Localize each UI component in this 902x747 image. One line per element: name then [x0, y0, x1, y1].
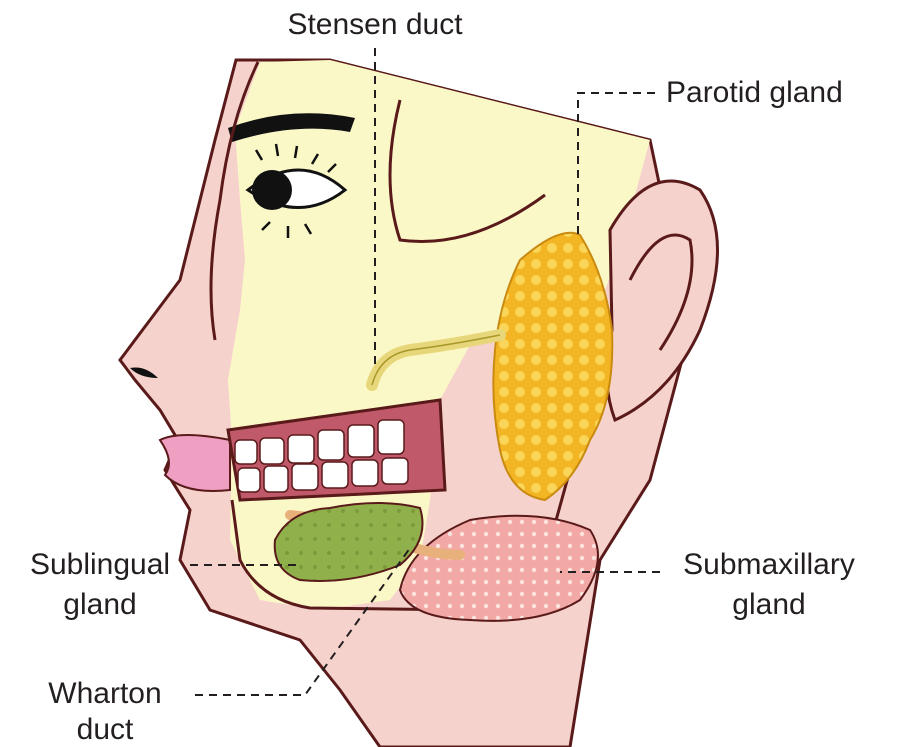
- sublingual-gland-label-line1: Sublingual: [10, 548, 190, 582]
- submaxillary-gland-label-line2: gland: [664, 588, 874, 622]
- sublingual-gland-label-line2: gland: [10, 588, 190, 622]
- wharton-duct-label-line2: duct: [20, 713, 190, 747]
- submaxillary-gland-label-line1: Submaxillary: [664, 548, 874, 582]
- parotid-gland-label: Parotid gland: [666, 76, 843, 110]
- lips: [160, 435, 230, 491]
- wharton-duct-label-line1: Wharton: [20, 677, 190, 711]
- ear: [607, 181, 718, 420]
- stensen-duct-label: Stensen duct: [255, 8, 495, 42]
